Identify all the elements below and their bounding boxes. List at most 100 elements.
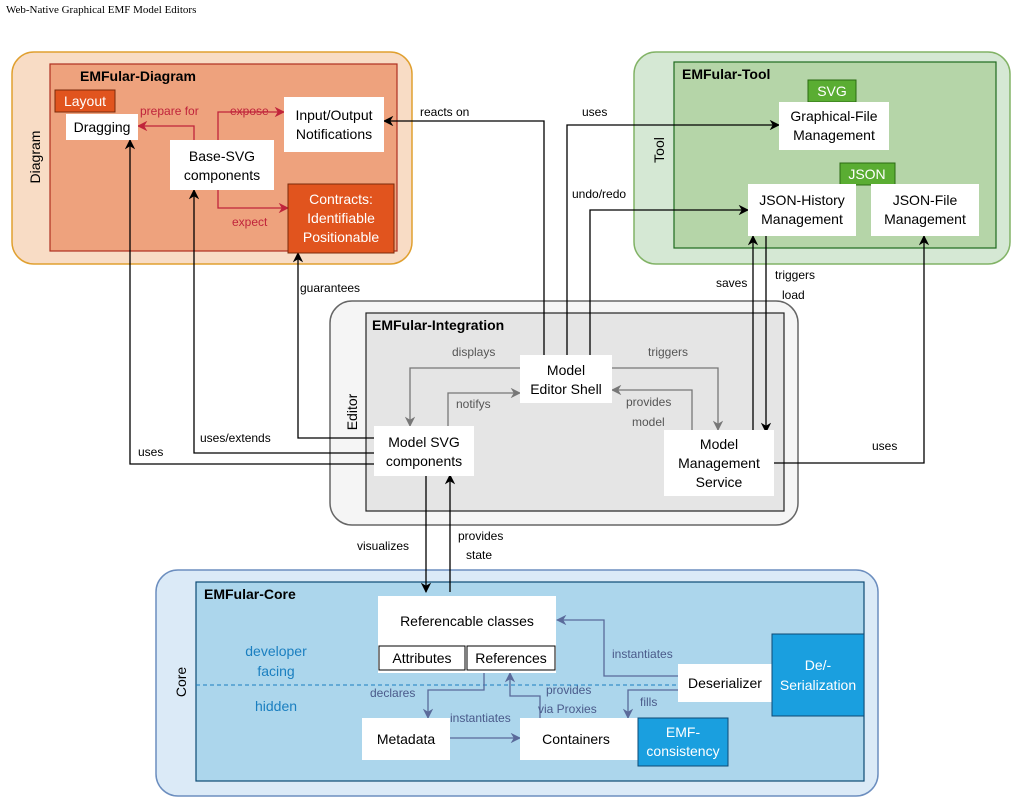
edge-instantiates-right: [555, 614, 678, 677]
integration-side-label: Editor: [344, 393, 360, 430]
edge-uses-graphical: [566, 119, 781, 355]
core-side-label: Core: [173, 667, 189, 698]
node-metadata: Metadata: [362, 718, 450, 760]
node-layout: Layout: [54, 89, 116, 113]
node-json-history-management: JSON-History Management: [748, 184, 856, 236]
label-triggers-load-2: load: [782, 288, 805, 302]
label-displays: displays: [452, 345, 495, 359]
node-containers: Containers: [520, 718, 638, 760]
svg-text:Model: Model: [700, 436, 738, 452]
svg-text:JSON: JSON: [848, 166, 885, 182]
node-model-svg-components: Model SVG components: [374, 426, 474, 476]
label-uses-left: uses: [138, 445, 163, 459]
edge-displays: [404, 367, 522, 428]
svg-text:JSON-History: JSON-History: [759, 192, 845, 208]
edges: [124, 106, 930, 744]
node-json-file-management: JSON-File Management: [871, 184, 979, 236]
edge-uses-jsonfile: [774, 234, 930, 464]
svg-text:Positionable: Positionable: [303, 229, 379, 245]
svg-text:components: components: [184, 167, 260, 183]
edge-uses-dragging: [124, 138, 374, 465]
edge-triggers: [612, 367, 724, 432]
page-header: Web-Native Graphical EMF Model Editors: [6, 4, 197, 16]
svg-text:Input/Output: Input/Output: [295, 107, 372, 123]
edge-fills: [622, 689, 678, 720]
label-fills: fills: [640, 695, 657, 709]
node-svg-badge: SVG: [807, 79, 857, 103]
svg-text:JSON-File: JSON-File: [893, 192, 958, 208]
svg-text:Metadata: Metadata: [377, 731, 436, 747]
edge-provides-model: [610, 384, 693, 430]
svg-text:Notifications: Notifications: [296, 126, 372, 142]
node-input-output-notifications: Input/Output Notifications: [284, 97, 384, 152]
label-provides-state-2: state: [466, 548, 492, 562]
node-base-svg-components: Base-SVG components: [170, 140, 274, 190]
svg-text:Dragging: Dragging: [74, 119, 131, 135]
tool-side-label: Tool: [651, 137, 667, 163]
edge-labels: prepare for expose expect reacts on uses…: [138, 104, 897, 725]
node-references: References: [466, 645, 556, 671]
developer-facing-label-2: facing: [257, 663, 294, 679]
label-instantiates-right: instantiates: [612, 647, 673, 661]
label-instantiates-bottom: instantiates: [450, 711, 511, 725]
node-de-serialization: De/- Serialization: [771, 633, 865, 717]
hidden-label: hidden: [255, 698, 297, 714]
node-deserializer: Deserializer: [678, 664, 772, 702]
developer-facing-label-1: developer: [245, 643, 307, 659]
edge-notifys: [447, 387, 522, 428]
node-model-editor-shell: Model Editor Shell: [520, 355, 612, 403]
svg-text:Editor Shell: Editor Shell: [530, 381, 602, 397]
edge-provides-proxies: [504, 671, 541, 718]
label-uses-right: uses: [872, 439, 897, 453]
label-provides-proxies-1: provides: [546, 683, 591, 697]
node-dragging: Dragging: [66, 114, 138, 140]
label-declares: declares: [370, 686, 415, 700]
integration-title: EMFular-Integration: [372, 317, 504, 333]
node-model-management-service: Model Management Service: [664, 430, 774, 496]
edge-reacts-on: [382, 115, 545, 355]
svg-text:References: References: [475, 650, 547, 666]
svg-text:consistency: consistency: [646, 743, 719, 759]
core-title: EMFular-Core: [204, 586, 296, 602]
label-provides-state-1: provides: [458, 529, 503, 543]
edge-guarantees: [292, 251, 374, 439]
label-provides-model-2: model: [632, 415, 665, 429]
label-uses-extends: uses/extends: [200, 431, 271, 445]
edge-prepare-for: [136, 120, 195, 140]
label-expect: expect: [232, 215, 268, 229]
svg-text:Serialization: Serialization: [780, 677, 856, 693]
label-uses-top: uses: [582, 105, 607, 119]
label-undo-redo: undo/redo: [572, 187, 626, 201]
node-attributes: Attributes: [378, 645, 466, 671]
label-visualizes: visualizes: [357, 539, 409, 553]
svg-text:Management: Management: [678, 455, 760, 471]
diagram-title: EMFular-Diagram: [80, 68, 196, 84]
svg-text:Attributes: Attributes: [392, 650, 451, 666]
svg-text:Model: Model: [547, 362, 585, 378]
label-prepare-for: prepare for: [140, 104, 199, 118]
svg-text:Model SVG: Model SVG: [388, 434, 460, 450]
svg-text:Management: Management: [761, 211, 843, 227]
edge-expose: [217, 106, 286, 140]
label-expose: expose: [230, 104, 269, 118]
label-triggers: triggers: [648, 345, 688, 359]
edge-uses-extends: [188, 188, 374, 454]
svg-text:Service: Service: [696, 474, 743, 490]
svg-text:Contracts:: Contracts:: [309, 191, 373, 207]
svg-text:Management: Management: [793, 127, 875, 143]
svg-text:Deserializer: Deserializer: [688, 675, 762, 691]
svg-text:EMF-: EMF-: [666, 724, 701, 740]
label-provides-proxies-2: via Proxies: [538, 702, 597, 716]
label-notifys: notifys: [456, 397, 491, 411]
svg-text:SVG: SVG: [817, 83, 847, 99]
node-json-badge: JSON: [839, 162, 896, 186]
svg-text:Layout: Layout: [64, 93, 106, 109]
edge-expect: [217, 188, 290, 214]
svg-text:Base-SVG: Base-SVG: [189, 148, 255, 164]
label-provides-model-1: provides: [626, 395, 671, 409]
edge-declares: [422, 673, 485, 720]
node-emf-consistency: EMF- consistency: [637, 717, 729, 767]
svg-text:Referencable classes: Referencable classes: [400, 613, 534, 629]
edge-undo-redo: [589, 204, 750, 355]
